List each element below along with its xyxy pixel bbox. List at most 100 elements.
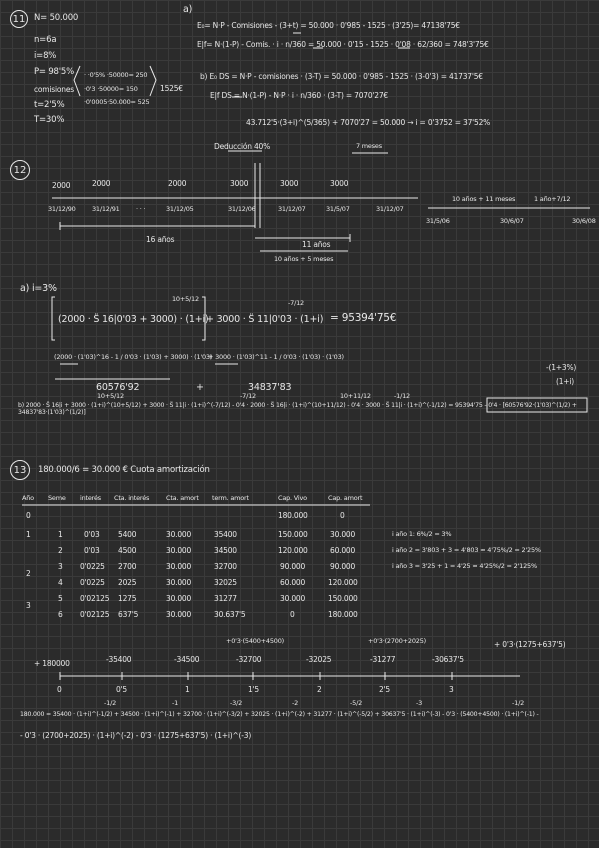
problem-header: 180.000/6 = 30.000 € Cuota amortización (38, 465, 210, 475)
table-cell: 637'5 (118, 610, 139, 619)
problem-number-13: 13 (10, 460, 30, 480)
equation-term: + 3000 · (1'03)^11 - 1 / 0'03 · (1'03) ·… (208, 353, 344, 361)
equation-result: = 95394'75€ (330, 312, 397, 324)
table-cell: 0'02125 (80, 594, 110, 603)
exponent: -3/2 (230, 699, 243, 707)
exponent: -1/2 (104, 699, 117, 707)
flow-value: -31277 (370, 655, 396, 664)
deduction-label: Deducción 40% (214, 142, 271, 151)
period-label: 10 años + 11 meses (452, 195, 516, 203)
axis-tick-label: 0'5 (116, 685, 128, 694)
equation-line: E|f= N·(1-P) - Comis. · i · n/360 = 50.0… (197, 40, 489, 49)
table-cell: 1 (58, 530, 63, 539)
axis-tick-label: 2'5 (379, 685, 391, 694)
equation-line: b) E₀ DS = N·P - comisiones · (3-T) = 50… (200, 72, 483, 81)
table-cell: 3 (26, 601, 31, 610)
rate-note: i año 1: 6%/2 = 3% (392, 530, 452, 538)
table-cell: 0 (26, 511, 31, 520)
param-line: i=8% (34, 51, 57, 61)
timeline-date: 31/12/05 (166, 205, 194, 213)
exponent: -3 (416, 699, 423, 707)
table-cell: 60.000 (280, 578, 306, 587)
table-header: Año (22, 494, 34, 502)
period-label: 1 año+7/12 (534, 195, 571, 203)
exponent: 10+11/12 (340, 392, 371, 400)
flow-top-label: + 0'3·(1275+637'5) (494, 640, 566, 649)
flow-top-label: +0'3·(5400+4500) (226, 637, 284, 645)
timeline-date: 31/12/91 (92, 205, 120, 213)
table-cell: 2 (58, 546, 63, 555)
seven-months-label: 7 meses (356, 142, 382, 150)
table-cell: 150.000 (328, 594, 358, 603)
table-cell: 90.000 (330, 562, 356, 571)
problem-number-11: 11 (10, 10, 28, 28)
table-cell: 180.000 (328, 610, 358, 619)
flow-top-label: +0'3·(2700+2025) (368, 637, 426, 645)
table-cell: 90.000 (280, 562, 306, 571)
plus-sign: + (196, 382, 204, 393)
boxed-expression (486, 397, 588, 413)
rate-note: i año 2 = 3'803 + 3 = 4'803 ≈ 4'75%/2 = … (392, 546, 541, 554)
bracket-right (202, 296, 206, 341)
timeline-date: 31/12/07 (376, 205, 404, 213)
side-note: (1+i) (556, 377, 574, 386)
side-note: -(1+3%) (546, 363, 577, 372)
timeline-dots: · · · (136, 205, 146, 213)
param-line: N= 50.000 (34, 13, 79, 23)
axis-tick-label: 1'5 (248, 685, 260, 694)
table-cell: 4 (58, 578, 63, 587)
exponent: 10+5/12 (97, 392, 124, 400)
cashflow-amount: 2000 (52, 181, 71, 190)
bracket-left (51, 296, 55, 341)
exponent: -1/2 (512, 699, 525, 707)
axis-tick-label: 1 (185, 685, 190, 694)
table-cell: 0'0225 (80, 562, 105, 571)
table-cell: 0 (340, 511, 345, 520)
exponent: -1 (172, 699, 179, 707)
table-cell: 150.000 (278, 530, 308, 539)
table-cell: 32025 (214, 578, 237, 587)
part-b-equation: b) 2000 · S̈ 16|i + 3000 · (1+i)^(10+5/1… (18, 402, 577, 417)
commission-line: ·0'0005·50.000= 525 (84, 98, 150, 106)
table-cell: 6 (58, 610, 63, 619)
table-header: Cta. amort (166, 494, 199, 502)
table-cell: 1 (26, 530, 31, 539)
table-cell: 120.000 (328, 578, 358, 587)
table-cell: 30.000 (330, 530, 356, 539)
table-cell: 3 (58, 562, 63, 571)
table-cell: 30.000 (166, 546, 192, 555)
axis-tick-label: 0 (57, 685, 62, 694)
table-cell: 1275 (118, 594, 137, 603)
timeline-date: 31/5/06 (426, 217, 450, 225)
exponent: -5/2 (350, 699, 363, 707)
equation-term: (2000 · S̈ 16|0'03 + 3000) · (1+i) (58, 314, 209, 325)
table-header: term. amort (212, 494, 249, 502)
table-cell: 2700 (118, 562, 137, 571)
param-line: T=30% (34, 115, 65, 125)
partial-value: 34837'83 (248, 382, 292, 393)
equation-line: E₀= N·P - Comisiones - (3+t) = 50.000 · … (197, 21, 460, 30)
part-a-header: a) i=3% (20, 283, 57, 294)
table-header: Cap. Vivo (278, 494, 307, 502)
exponent: -1/12 (394, 392, 410, 400)
exponent: -7/12 (288, 299, 304, 307)
table-header: interés (80, 494, 101, 502)
timeline-date: 31/12/07 (278, 205, 306, 213)
flow-value: + 180000 (34, 659, 70, 668)
table-cell: 0'0225 (80, 578, 105, 587)
table-cell: 30.000 (166, 578, 192, 587)
cashflow-amount: 3000 (280, 179, 299, 188)
table-cell: 30.000 (166, 530, 192, 539)
cashflow-amount: 3000 (230, 179, 249, 188)
rate-note: i año 3 = 3'25 + 1 = 4'25 ≈ 4'25%/2 = 2'… (392, 562, 537, 570)
table-cell: 2025 (118, 578, 137, 587)
timeline-date: 31/5/07 (326, 205, 350, 213)
partial-value: 60576'92 (96, 382, 140, 393)
table-cell: 31277 (214, 594, 237, 603)
timeline-date: 31/12/90 (48, 205, 76, 213)
table-cell: 35400 (214, 530, 237, 539)
table-cell: 34500 (214, 546, 237, 555)
param-line: comisiones (34, 85, 74, 94)
flow-value: -30637'5 (432, 655, 464, 664)
